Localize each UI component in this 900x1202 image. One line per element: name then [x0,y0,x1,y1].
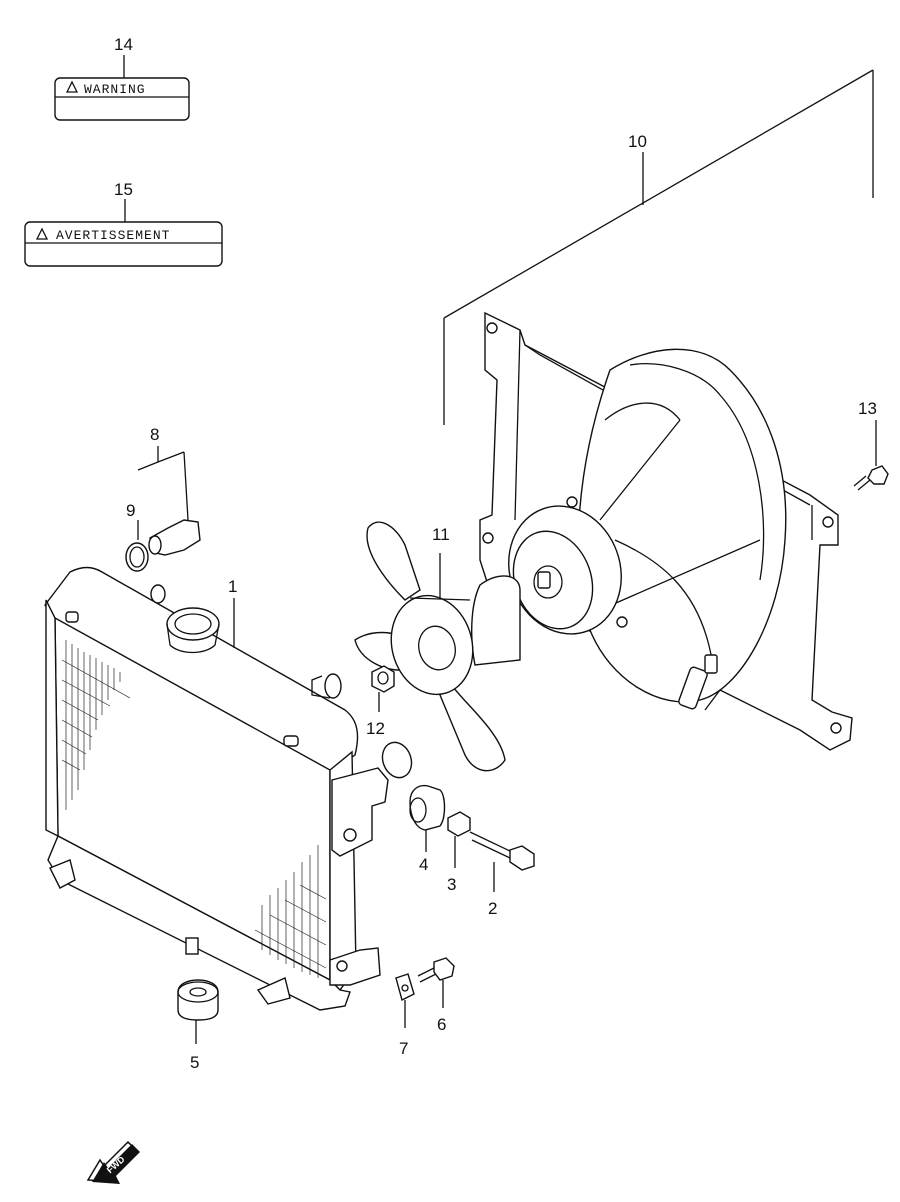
callout-1: 1 [228,577,237,596]
radiator-grommet [177,979,219,1044]
callout-14: 14 [114,35,133,54]
callout-6: 6 [437,1015,446,1034]
mount-collar [447,811,471,868]
fan-thermo-switch [137,446,201,556]
fan-shroud-assembly-bracket [443,69,874,425]
callout-2: 2 [488,899,497,918]
avertissement-label-text: AVERTISSEMENT [56,228,170,243]
radiator [44,566,413,1011]
callout-11: 11 [432,525,450,544]
warning-triangle-icon [65,80,79,93]
callout-5: 5 [190,1053,199,1072]
warning-label-part: WARNING [54,55,190,121]
fan-nut [371,665,395,712]
callout-13: 13 [858,399,877,418]
fan-motor [508,496,628,635]
callout-8: 8 [150,425,159,444]
warning-label-text: WARNING [84,82,146,97]
clip-nut [395,973,415,1028]
radiator-core-hatching [61,640,327,978]
shroud-bolt [853,420,889,491]
mount-cushion [409,784,446,852]
warning-triangle-icon [35,227,49,240]
callout-12: 12 [366,719,385,738]
callout-4: 4 [419,855,428,874]
callout-15: 15 [114,180,133,199]
forward-direction-arrow-icon: FWD [86,1140,140,1184]
avertissement-label-part: AVERTISSEMENT [24,199,223,267]
callout-3: 3 [447,875,456,894]
callout-10: 10 [628,132,647,151]
mount-bolt [469,831,535,892]
bracket-bolt [417,957,455,1008]
callout-9: 9 [126,501,135,520]
cooling-fan-blade [354,521,521,772]
callout-7: 7 [399,1039,408,1058]
fan-shroud [479,311,853,751]
o-ring [125,520,149,572]
